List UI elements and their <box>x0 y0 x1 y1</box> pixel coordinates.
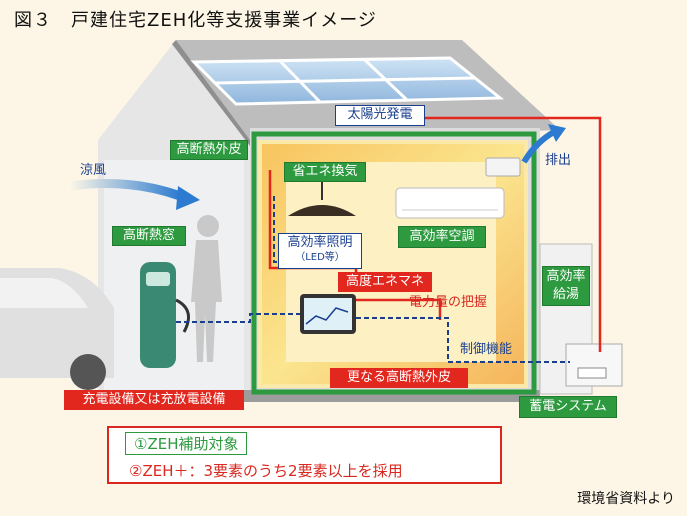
label-charging-equipment: 充電設備又は充放電設備 <box>64 390 244 410</box>
storage-battery-unit <box>565 343 623 387</box>
legend-zeh-plus: ②ZEH＋：3要素のうち2要素以上を採用 <box>129 462 403 480</box>
label-solar: 太陽光発電 <box>335 105 425 126</box>
label-efficient-lighting-box: 高効率照明 （LED等） <box>278 233 362 269</box>
legend-box: ①ZEH補助対象 ②ZEH＋：3要素のうち2要素以上を採用 <box>107 426 502 484</box>
hems-tablet <box>300 294 356 334</box>
house-roof-edge <box>172 40 250 146</box>
solar-panels <box>190 56 505 106</box>
person-silhouette <box>191 215 222 362</box>
legend-zeh-subsidy: ①ZEH補助対象 <box>125 432 248 455</box>
figure-title: 図３ 戸建住宅ZEH化等支援事業イメージ <box>14 10 377 31</box>
label-energy-saving-ventilation: 省エネ換気 <box>284 162 366 182</box>
electric-car <box>0 268 114 390</box>
outer-insulation-frame <box>251 131 537 395</box>
label-power-monitoring: 電力量の把握 <box>408 294 487 310</box>
label-exhaust: 排出 <box>544 152 571 168</box>
label-control: 制御機能 <box>459 341 512 357</box>
label-advanced-ems: 高度エネマネ <box>338 272 432 292</box>
air-conditioner <box>395 187 505 219</box>
label-led: （LED等） <box>295 252 345 263</box>
cool-wind-arrow <box>69 179 182 201</box>
label-efficient-lighting: 高効率照明 <box>287 235 353 250</box>
label-efficient-water-heater: 高効率 給湯 <box>542 266 590 306</box>
label-cool-wind: 涼風 <box>79 162 106 178</box>
label-insulation-outer: 高断熱外皮 <box>170 140 248 160</box>
cool-wind-arrowhead <box>176 186 200 210</box>
source-note: 環境省資料より <box>577 491 675 507</box>
exhaust-arrow <box>521 129 556 164</box>
label-further-insulation: 更なる高断熱外皮 <box>330 368 468 388</box>
control-lines <box>176 196 570 363</box>
charging-station <box>140 262 190 368</box>
ventilation-unit <box>485 157 521 177</box>
label-insulated-window: 高断熱窓 <box>112 226 186 246</box>
exhaust-arrowhead <box>548 124 566 142</box>
label-efficient-ac: 高効率空調 <box>398 226 486 248</box>
label-storage: 蓄電システム <box>519 396 617 418</box>
